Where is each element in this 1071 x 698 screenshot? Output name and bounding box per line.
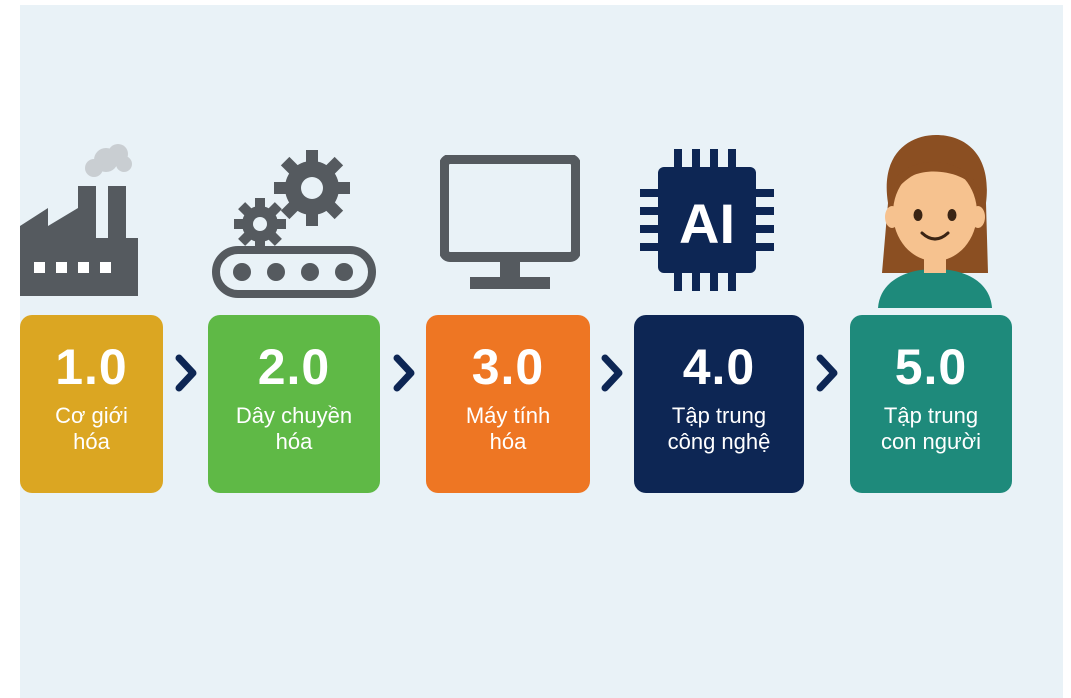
stage-5-label-line1: Tập trung — [883, 403, 979, 428]
factory-icon — [20, 144, 138, 296]
stage-5-box: 5.0 Tập trung con người — [850, 315, 1012, 493]
stage-3-number: 3.0 — [471, 339, 545, 395]
ai-chip-icon: AI — [640, 149, 774, 291]
ai-chip-label: AI — [679, 192, 735, 255]
conveyor-gears-icon — [212, 150, 376, 298]
stage-2-label-line2: hóa — [275, 429, 313, 454]
stage-1-number: 1.0 — [55, 339, 128, 395]
stage-2-number: 2.0 — [257, 339, 331, 395]
stage-4-label-line1: Tập trung — [671, 403, 767, 428]
stage-4-box: 4.0 Tập trung công nghệ — [634, 315, 804, 493]
stage-4-label-line2: công nghệ — [667, 429, 771, 454]
stage-5-label-line2: con người — [880, 429, 982, 454]
stage-4-number: 4.0 — [682, 339, 756, 395]
stage-1-label-line1: Cơ giới — [55, 403, 128, 428]
person-icon — [878, 135, 992, 308]
stage-5-number: 5.0 — [894, 339, 968, 395]
monitor-icon — [440, 155, 580, 289]
chevron-right-icon — [601, 354, 623, 392]
stage-2-box: 2.0 Dây chuyền hóa — [208, 315, 380, 493]
stage-3-box: 3.0 Máy tính hóa — [426, 315, 590, 493]
chevron-right-icon — [393, 354, 415, 392]
stage-2-label-line1: Dây chuyền — [235, 403, 353, 428]
stage-1-label-line2: hóa — [73, 429, 110, 454]
chevron-right-icon — [816, 354, 838, 392]
stage-1-box: 1.0 Cơ giới hóa — [20, 315, 163, 493]
stage-3-label-line1: Máy tính — [465, 403, 551, 428]
chevron-right-icon — [175, 354, 197, 392]
stage-3-label-line2: hóa — [489, 429, 527, 454]
